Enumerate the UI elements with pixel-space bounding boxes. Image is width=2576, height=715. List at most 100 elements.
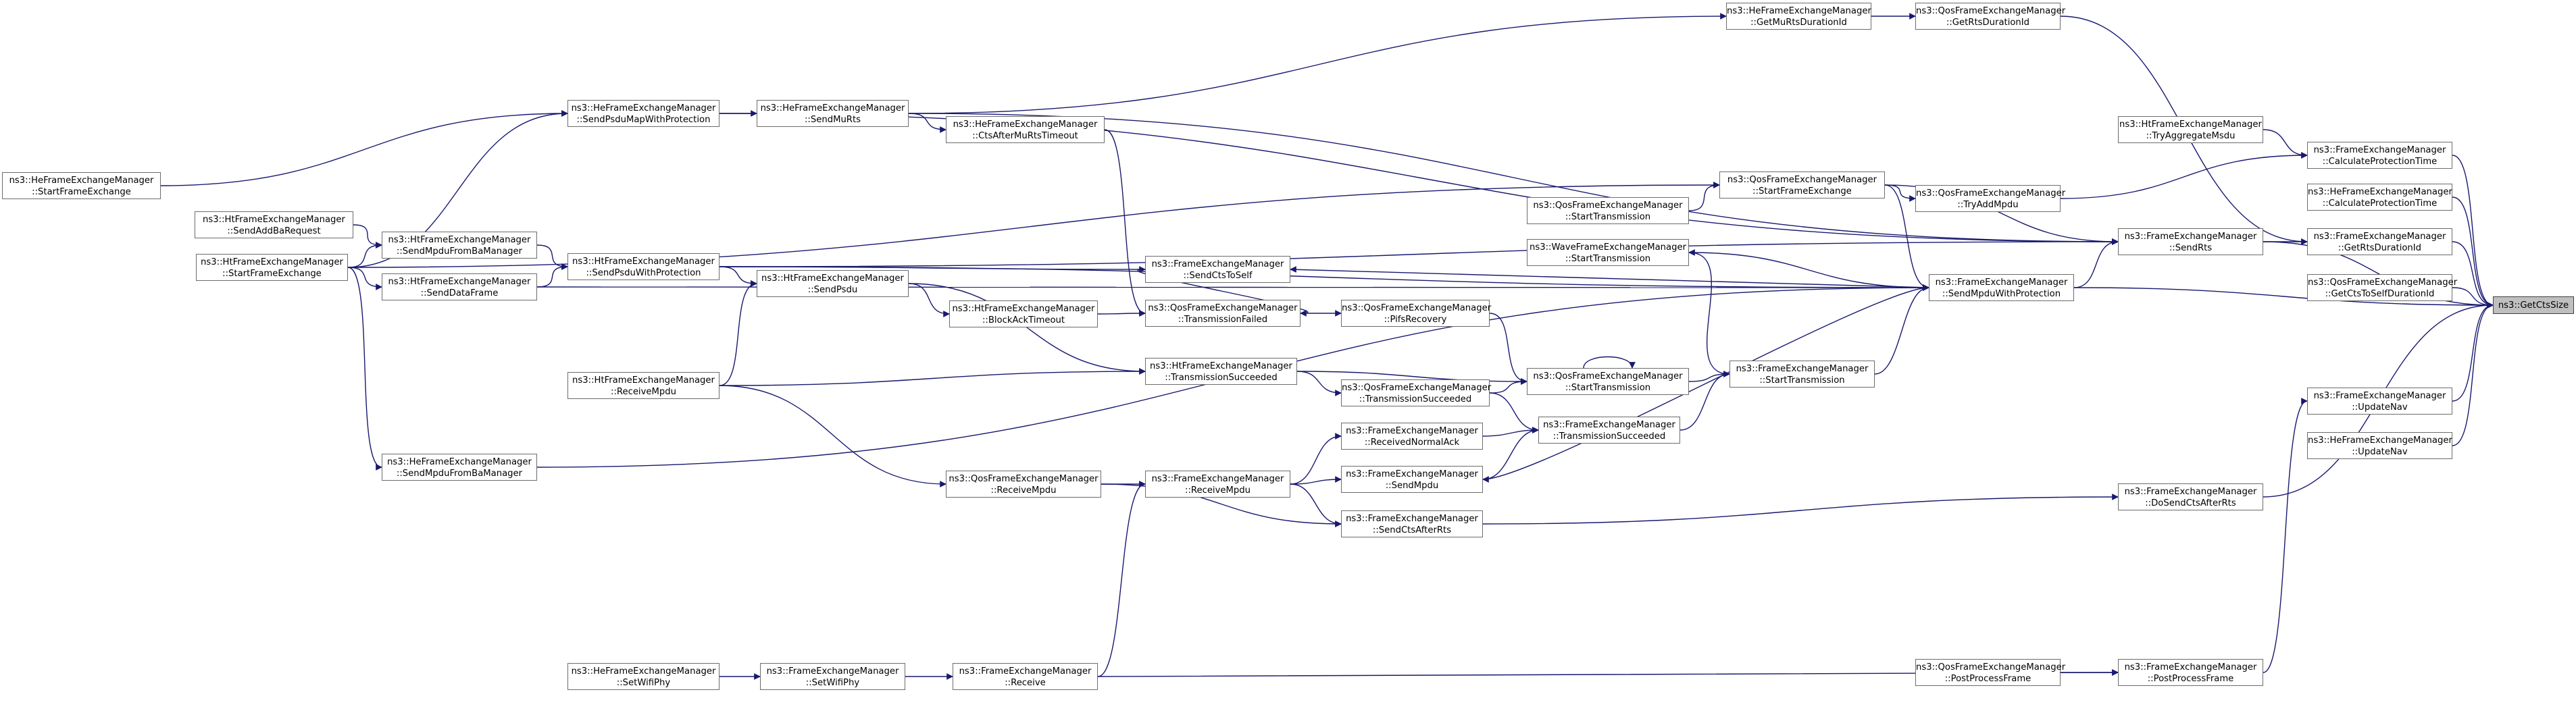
node-calcprot-he[interactable]: ns3::HeFrameExchangeManager::CalculatePr… [2307,184,2452,211]
node-startfe-qos[interactable]: ns3::QosFrameExchangeManager::StartFrame… [1719,171,1885,198]
node-label-method: ::SendPsdu [807,285,858,295]
node-setwifiphy-he[interactable]: ns3::HeFrameExchangeManager::SetWifiPhy [567,663,719,690]
node-label-method: ::StartFrameExchange [222,269,322,279]
node-recvmpdu-fem[interactable]: ns3::FrameExchangeManager::ReceiveMpdu [1145,471,1290,498]
node-starttx-qos-top[interactable]: ns3::QosFrameExchangeManager::StartTrans… [1527,197,1689,224]
node-startfe-ht[interactable]: ns3::HtFrameExchangeManager::StartFrameE… [196,254,348,281]
edge-starttx_qos-to-starttx_fem [1688,371,1730,382]
node-label-method: ::SetWifiPhy [616,678,671,688]
node-trytaggregate[interactable]: ns3::HtFrameExchangeManager::TryAggregat… [2118,116,2263,143]
node-label-method: ::SendRts [2169,243,2213,253]
node-recvmpdu-ht[interactable]: ns3::HtFrameExchangeManager::ReceiveMpdu [567,372,719,399]
node-updatenav-fem[interactable]: ns3::FrameExchangeManager::UpdateNav [2307,388,2452,415]
edge-sendmurts-to-getmurtsdur [908,13,1727,114]
node-sendmpdufromba-ht[interactable]: ns3::HtFrameExchangeManager::SendMpduFro… [382,232,537,259]
node-getctstoself[interactable]: ns3::QosFrameExchangeManager::GetCtsToSe… [2307,274,2457,301]
node-sendmpduwp-fem[interactable]: ns3::FrameExchangeManager::SendMpduWithP… [1929,274,2074,301]
node-sendpsdu-ht[interactable]: ns3::HtFrameExchangeManager::SendPsdu [757,270,909,297]
node-label-method: ::TransmissionSucceeded [1359,394,1472,404]
node-label-class: ns3::FrameExchangeManager [1346,469,1478,479]
node-label-method: ::SendMpdu [1385,481,1439,491]
node-pifs[interactable]: ns3::QosFrameExchangeManager::PifsRecove… [1341,300,1491,327]
node-starttx-wave[interactable]: ns3::WaveFrameExchangeManager::StartTran… [1527,239,1689,266]
node-label-method: ::BlockAckTimeout [982,315,1065,325]
node-sendmurts[interactable]: ns3::HeFrameExchangeManager::SendMuRts [757,100,909,127]
edge-calcprot_he-to-getctssize [2452,196,2494,309]
node-starttx-qos[interactable]: ns3::QosFrameExchangeManager::StartTrans… [1527,368,1689,395]
node-postprocess-qos[interactable]: ns3::QosFrameExchangeManager::PostProces… [1915,659,2065,686]
node-calcprot-fem[interactable]: ns3::FrameExchangeManager::CalculateProt… [2307,142,2452,169]
node-txfailed-qos[interactable]: ns3::QosFrameExchangeManager::Transmissi… [1145,300,1300,327]
node-label-method: ::GetRtsDurationId [1946,18,2030,28]
node-setwifiphy-fem[interactable]: ns3::FrameExchangeManager::SetWifiPhy [760,663,905,690]
node-label-method: ::TryAggregateMsdu [2146,131,2236,141]
node-senddataframe[interactable]: ns3::HtFrameExchangeManager::SendDataFra… [382,273,537,300]
edge-recvmpdu_ht-to-sendpsdu_ht [719,280,757,386]
edge-getctstoself-to-getctssize [2452,287,2494,309]
node-label-method: ::ReceiveMpdu [611,387,676,397]
node-sendctstoself[interactable]: ns3::FrameExchangeManager::SendCtsToSelf [1145,256,1290,283]
node-getctssize[interactable]: ns3::GetCtsSize [2493,296,2574,314]
node-label-class: ns3::QosFrameExchangeManager [1727,175,1877,185]
node-label-class: ns3::FrameExchangeManager [766,666,899,677]
node-label-method: ::TransmissionSucceeded [1552,431,1666,442]
edge-blockacktimeout-to-txfailed_qos [1097,310,1146,317]
node-blockacktimeout[interactable]: ns3::HtFrameExchangeManager::BlockAckTim… [949,300,1098,327]
node-dosendcts[interactable]: ns3::FrameExchangeManager::DoSendCtsAfte… [2118,483,2263,510]
edge-sendctsafterrts-to-dosendcts [1482,494,2119,525]
edge-recvmpdu_fem-to-sendmpdu_fem [1290,476,1342,485]
node-label-method: ::Receive [1005,678,1046,688]
node-label-class: ns3::WaveFrameExchangeManager [1529,242,1687,253]
node-label-method: ::GetMuRtsDurationId [1750,18,1847,28]
node-label-class: ns3::HeFrameExchangeManager [760,103,905,113]
edge-sendmurts-to-ctsaftermurts [908,113,946,133]
node-sendpsduwp-ht[interactable]: ns3::HtFrameExchangeManager::SendPsduWit… [567,253,719,280]
node-label-method: ::TryAddMpdu [1957,200,2019,210]
node-getrtsdur[interactable]: ns3::FrameExchangeManager::GetRtsDuratio… [2307,228,2452,255]
node-sendrts[interactable]: ns3::FrameExchangeManager::SendRts [2118,228,2263,255]
node-label-method: ::StartFrameExchange [1752,186,1852,196]
edge-updatenav_he-to-getctssize [2452,302,2494,446]
node-label-method: ::SetWifiPhy [805,678,860,688]
node-getrtsdur-qos[interactable]: ns3::QosFrameExchangeManager::GetRtsDura… [1915,3,2065,30]
node-ctsaftermurts[interactable]: ns3::HeFrameExchangeManager::CtsAfterMuR… [946,116,1105,143]
node-sendctsafterrts[interactable]: ns3::FrameExchangeManager::SendCtsAfterR… [1341,510,1483,537]
edge-starttx_qos_top-to-startfe_qos [1688,182,1720,211]
node-recvmpdu-qos[interactable]: ns3::QosFrameExchangeManager::ReceiveMpd… [946,471,1101,498]
node-label-method: ::ReceiveMpdu [990,485,1057,496]
node-sendaddba[interactable]: ns3::HeFrameExchangeManager::SendMpduFro… [382,454,537,481]
node-tryaddmpdu[interactable]: ns3::QosFrameExchangeManager::TryAddMpdu [1915,185,2065,212]
edge-startfe_qos-to-sendmpduwp_fem [1884,184,1929,291]
node-postprocess-fem[interactable]: ns3::FrameExchangeManager::PostProcessFr… [2118,659,2263,686]
edge-startfe_ht-to-senddataframe [347,267,382,290]
edge-starttx_fem-to-starttx_wave [1688,249,1730,375]
node-label-class: ns3::HeFrameExchangeManager [2308,187,2452,197]
node-receive-fem[interactable]: ns3::FrameExchangeManager::Receive [953,663,1098,690]
node-sendmpdu-fem[interactable]: ns3::FrameExchangeManager::SendMpdu [1341,466,1483,493]
node-label-method: ::TransmissionFailed [1178,315,1268,325]
node-sendpsdumap[interactable]: ns3::HeFrameExchangeManager::SendPsduMap… [567,100,719,127]
node-label-class: ns3::QosFrameExchangeManager [949,474,1098,484]
node-txsucc-ht[interactable]: ns3::HtFrameExchangeManager::Transmissio… [1145,358,1297,385]
node-label-class: ns3::FrameExchangeManager [1346,514,1478,524]
node-sendmpdufromba-he[interactable]: ns3::HtFrameExchangeManager::SendAddBaRe… [195,211,353,238]
node-label-method: ::PifsRecovery [1384,315,1447,325]
node-txsucc-qos[interactable]: ns3::QosFrameExchangeManager::Transmissi… [1341,379,1491,406]
node-label-class: ns3::HeFrameExchangeManager [1727,6,1871,16]
node-getmurtsdur[interactable]: ns3::HeFrameExchangeManager::GetMuRtsDur… [1726,3,1871,30]
node-updatenav-he[interactable]: ns3::HeFrameExchangeManager::UpdateNav [2307,432,2452,459]
node-label-method: ::SendMpduWithProtection [1942,289,2061,299]
node-startfe-he[interactable]: ns3::HeFrameExchangeManager::StartFrameE… [2,172,161,199]
node-txsucc-fem[interactable]: ns3::FrameExchangeManager::TransmissionS… [1538,417,1680,444]
node-recvnormalack[interactable]: ns3::FrameExchangeManager::ReceivedNorma… [1341,423,1483,450]
edge-sendpsdu_ht-to-txsucc_ht [908,283,1146,375]
edge-recvmpdu_fem-to-sendctsafterrts [1290,483,1342,527]
node-label-class: ns3::FrameExchangeManager [2313,232,2446,242]
node-starttx-fem[interactable]: ns3::FrameExchangeManager::StartTransmis… [1729,361,1875,388]
node-label-method: ::SendMpduFromBaManager [396,246,523,257]
node-label-class: ns3::FrameExchangeManager [2124,662,2257,672]
node-label-class: ns3::HtFrameExchangeManager [388,235,531,245]
node-label-method: ::GetCtsToSelfDurationId [2325,289,2435,299]
node-label-class: ns3::HtFrameExchangeManager [201,257,343,267]
node-label-class: ns3::FrameExchangeManager [959,666,1092,677]
